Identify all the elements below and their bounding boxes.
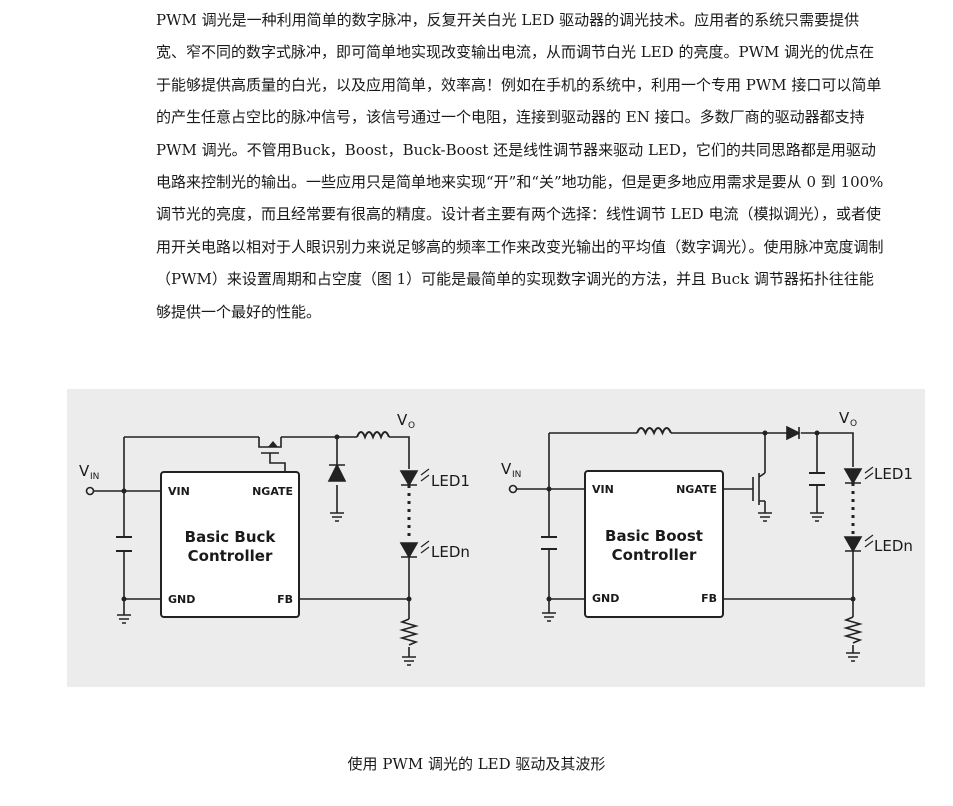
boost-inductor-icon <box>636 427 672 436</box>
buck-controller-chip <box>160 471 300 618</box>
boost-circuit: Basic Boost Controller VIN NGATE GND FB … <box>501 409 913 662</box>
buck-chip-subtitle: Controller <box>188 547 273 565</box>
buck-led1-icon <box>399 470 419 487</box>
boost-pin-gnd: GND <box>592 592 619 605</box>
buck-vo-label: V <box>397 411 408 429</box>
buck-pin-vin: VIN <box>168 485 190 498</box>
buck-ledn-icon <box>399 542 419 559</box>
buck-vo-wire <box>389 436 410 469</box>
boost-ledn-rays-icon <box>864 534 874 548</box>
boost-chip-title: Basic Boost <box>605 527 703 545</box>
boost-vin-label: V <box>501 460 512 478</box>
boost-junction <box>850 596 856 602</box>
boost-led1-rays-icon <box>864 466 874 480</box>
boost-output-capacitor <box>809 472 825 486</box>
boost-ground-icon <box>846 652 860 662</box>
buck-led1-label: LED1 <box>431 472 470 490</box>
boost-vin-terminal <box>508 484 518 494</box>
boost-controller-chip <box>584 470 724 618</box>
boost-pin-ngate: NGATE <box>676 483 717 496</box>
buck-vo-subscript: O <box>408 421 415 431</box>
boost-pin-fb: FB <box>701 592 717 605</box>
buck-junction <box>334 434 340 440</box>
buck-junction <box>121 488 127 494</box>
figure-caption: 使用 PWM 调光的 LED 驱动及其波形 <box>347 755 606 773</box>
buck-gate-wire <box>269 453 286 473</box>
body-paragraph: PWM 调光是一种利用简单的数字脉冲，反复开关白光 LED 驱动器的调光技术。应… <box>156 11 884 321</box>
buck-pin-fb: FB <box>277 593 293 606</box>
buck-pin-gnd: GND <box>168 593 195 606</box>
buck-resistor-icon <box>399 618 419 646</box>
boost-ground-icon <box>542 612 556 622</box>
buck-junction <box>406 596 412 602</box>
buck-pin-ngate: NGATE <box>252 485 293 498</box>
buck-chip-title: Basic Buck <box>185 528 277 546</box>
buck-diode-icon <box>327 463 347 482</box>
buck-inductor-icon <box>356 431 390 440</box>
boost-junction <box>546 486 552 492</box>
boost-vo-wire <box>801 432 854 467</box>
boost-input-capacitor <box>541 536 557 550</box>
boost-ledn-icon <box>843 536 863 553</box>
boost-led1-label: LED1 <box>874 465 913 483</box>
buck-vin-terminal <box>85 486 95 496</box>
boost-chip-subtitle: Controller <box>612 546 697 564</box>
boost-led1-icon <box>843 468 863 485</box>
boost-pin-vin: VIN <box>592 483 614 496</box>
buck-mosfet-arrow-icon <box>268 441 278 447</box>
boost-junction <box>546 596 552 602</box>
circuit-diagram: Basic Buck Controller VIN NGATE GND FB V… <box>79 409 913 666</box>
boost-ledn-label: LEDn <box>874 537 913 555</box>
boost-mosfet-icon <box>752 472 766 505</box>
buck-capacitor <box>116 536 132 552</box>
boost-junction <box>762 430 768 436</box>
buck-led1-rays-icon <box>420 468 430 482</box>
buck-ground-icon <box>117 614 131 624</box>
buck-ledn-label: LEDn <box>431 543 470 561</box>
circuit-figure: Basic Buck Controller VIN NGATE GND FB V… <box>67 389 925 687</box>
boost-ground-icon <box>758 512 772 522</box>
boost-vo-label: V <box>839 409 850 427</box>
buck-ground-icon <box>402 656 416 666</box>
buck-circuit: Basic Buck Controller VIN NGATE GND FB V… <box>79 411 470 666</box>
boost-diode-icon <box>786 425 801 441</box>
boost-resistor-icon <box>843 616 863 644</box>
boost-junction <box>814 430 820 436</box>
buck-junction <box>121 596 127 602</box>
boost-ground-icon <box>810 512 824 522</box>
boost-vo-subscript: O <box>850 419 857 429</box>
buck-vin-label: V <box>79 462 90 480</box>
buck-ground-icon <box>330 512 344 522</box>
boost-vin-subscript: IN <box>512 470 521 480</box>
buck-ledn-rays-icon <box>420 540 430 554</box>
buck-vin-subscript: IN <box>90 472 99 482</box>
